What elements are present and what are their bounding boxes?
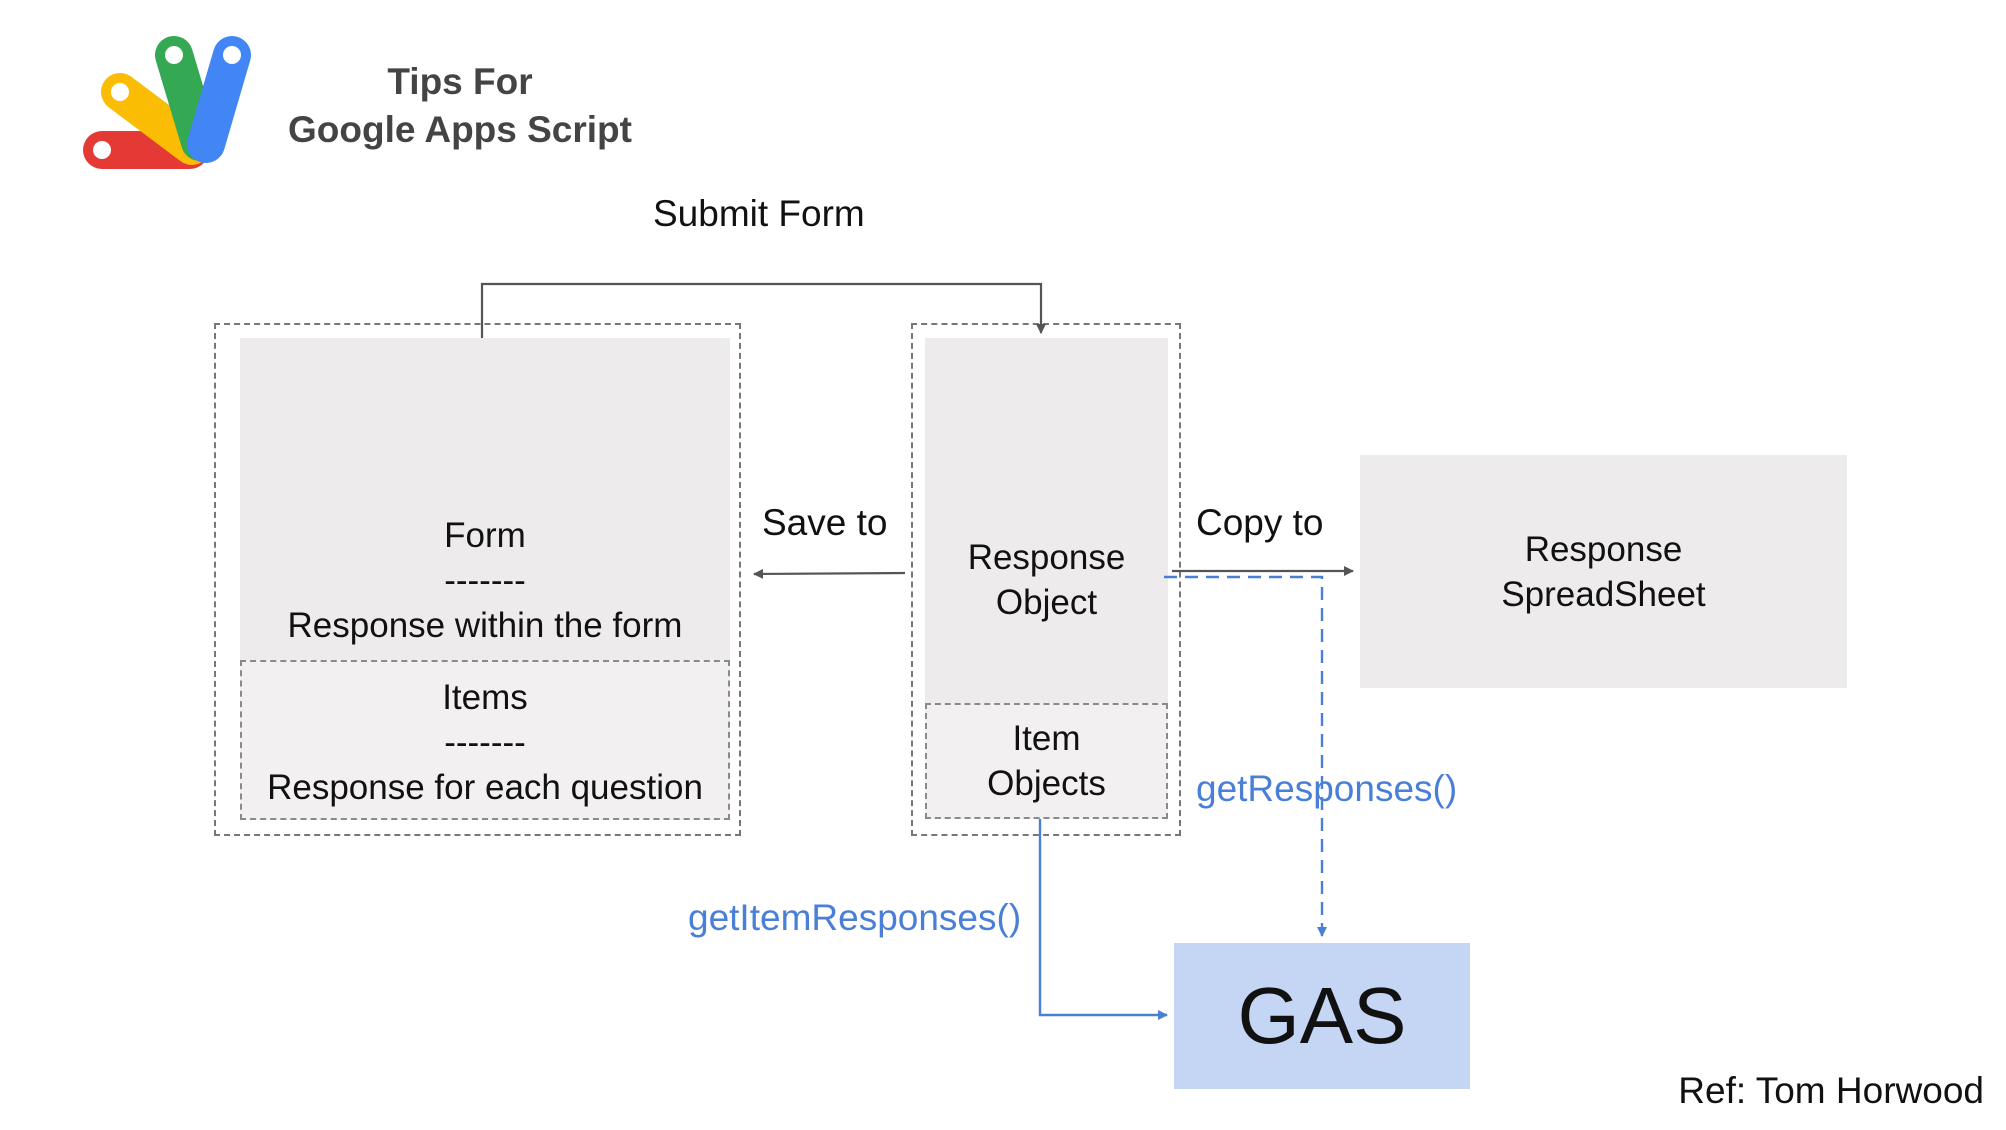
apps-script-logo-icon xyxy=(83,36,251,169)
response-object-text: Response Object xyxy=(925,520,1168,640)
response-object-box xyxy=(925,338,1168,703)
brand-title: Tips For Google Apps Script xyxy=(270,58,650,154)
get-responses-connector xyxy=(1164,575,1327,937)
items-title: Items xyxy=(442,677,528,717)
get-item-responses-connector xyxy=(1038,819,1168,1020)
response-spreadsheet-text: Response SpreadSheet xyxy=(1360,455,1847,688)
items-text: Items ------- Response for each question xyxy=(240,668,730,816)
copy-to-label: Copy to xyxy=(1196,502,1324,543)
response-spreadsheet-line1: Response xyxy=(1524,529,1683,569)
response-spreadsheet-box xyxy=(1360,455,1847,688)
submit-form-connector xyxy=(480,282,1046,338)
response-object-container xyxy=(911,323,1181,836)
item-objects-line1: Item xyxy=(1012,719,1081,758)
form-separator: ------- xyxy=(444,560,526,600)
get-item-responses-label: getItemResponses() xyxy=(688,897,1022,938)
gas-box: GAS xyxy=(1174,943,1470,1089)
items-separator: ------- xyxy=(444,722,526,762)
save-to-connector xyxy=(753,568,906,579)
form-title: Form xyxy=(444,515,526,555)
items-box xyxy=(240,660,730,820)
submit-form-label: Submit Form xyxy=(653,193,865,234)
item-objects-box xyxy=(925,703,1168,819)
items-subtitle: Response for each question xyxy=(267,767,703,807)
form-subtitle: Response within the form xyxy=(287,605,683,645)
response-object-line2: Object xyxy=(995,583,1098,622)
save-to-label: Save to xyxy=(762,502,888,543)
reference-credit: Ref: Tom Horwood xyxy=(1678,1070,1984,1111)
item-objects-text: Item Objects xyxy=(925,706,1168,816)
get-responses-label: getResponses() xyxy=(1196,768,1458,809)
form-box xyxy=(240,338,730,660)
gas-label: GAS xyxy=(1237,971,1407,1060)
response-object-line1: Response xyxy=(967,538,1126,577)
brand-title-line1: Tips For xyxy=(387,61,533,102)
brand-title-line2: Google Apps Script xyxy=(288,109,632,150)
form-text: Form ------- Response within the form xyxy=(240,505,730,655)
item-objects-line2: Objects xyxy=(987,764,1106,803)
response-spreadsheet-line2: SpreadSheet xyxy=(1501,574,1706,614)
form-container xyxy=(214,323,741,836)
